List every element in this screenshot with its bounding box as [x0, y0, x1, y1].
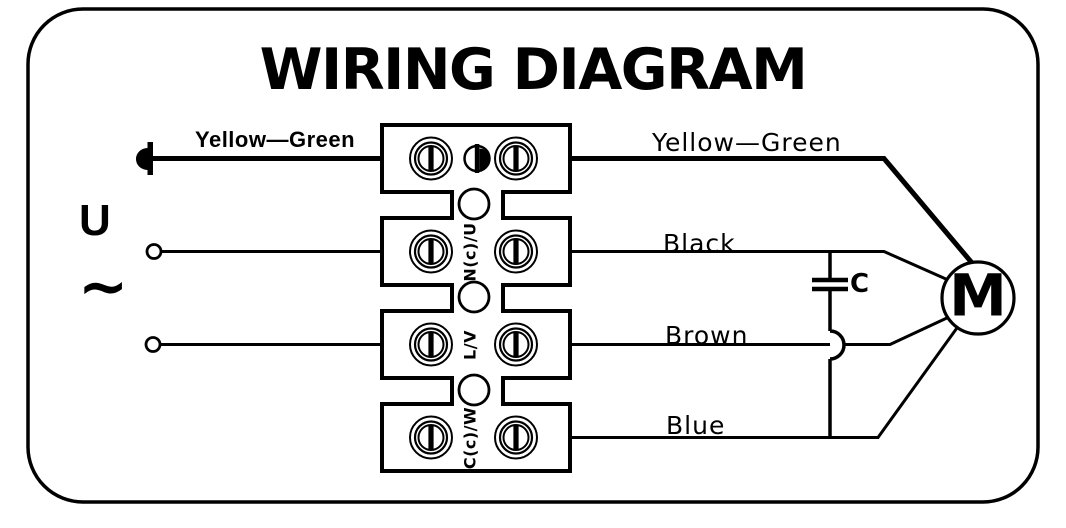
block-hole: [457, 187, 491, 221]
voltage-symbol: U: [79, 196, 111, 245]
ground-input-wire: [135, 142, 384, 175]
ground-icon: [135, 142, 153, 175]
black-motor-wire: [568, 250, 965, 289]
black-wire-label: Black: [663, 229, 736, 258]
wire-jump: [829, 329, 846, 361]
terminal-block-body: [380, 123, 572, 473]
brown-wire-label: Brown: [665, 321, 749, 350]
block-hole: [457, 373, 491, 407]
terminal-label-ccw: C(c)/W: [460, 406, 480, 469]
live-input-wire: [145, 243, 384, 260]
motor-ground-wire-label: Yellow—Green: [652, 128, 842, 157]
brown-motor-wire: [568, 308, 965, 346]
input-ground-wire-label: Yellow—Green: [195, 127, 356, 152]
terminal-label-lv: L/V: [460, 329, 480, 360]
outer-border: [26, 7, 1040, 504]
motor-label: M: [949, 261, 1007, 330]
neutral-input-wire: [144, 336, 384, 353]
ac-wave-symbol: ~: [78, 252, 129, 322]
motor-circle: [940, 260, 1016, 336]
capacitor-label: C: [850, 269, 870, 299]
blue-wire-label: Blue: [666, 411, 726, 440]
block-hole: [457, 280, 491, 314]
earth-terminal-icon: [463, 144, 491, 173]
blue-motor-wire: [568, 295, 982, 439]
wire-end-circle: [145, 243, 163, 260]
diagram-title: WIRING DIAGRAM: [259, 37, 808, 103]
terminal-label-ncu: N(c)/U: [460, 221, 480, 282]
wire-end-circle: [144, 336, 162, 353]
capacitor-symbol: [812, 251, 848, 438]
yellow-green-motor-wire: [568, 156, 985, 278]
